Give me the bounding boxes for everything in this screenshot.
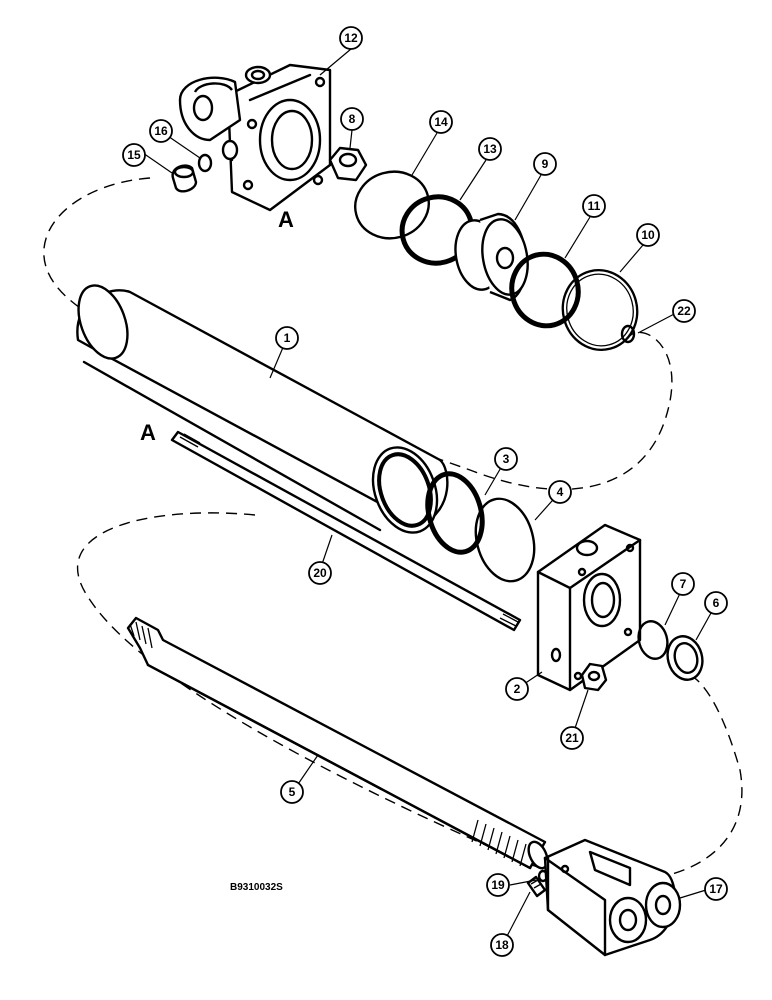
callout-2: 2 [505,677,529,701]
svg-text:21: 21 [565,731,579,745]
callout-21: 21 [560,726,584,750]
reference-letter-a-barrel: A [140,420,156,445]
svg-text:18: 18 [495,938,509,952]
callout-7: 7 [671,572,695,596]
callout-6: 6 [704,591,728,615]
callout-15: 15 [122,143,146,167]
wear-ring-part-10 [561,268,639,352]
callout-1: 1 [275,326,299,350]
lower-assembly-dashed-loop [76,512,743,882]
callout-11: 11 [582,194,606,218]
seal-ring-part-14 [354,170,430,240]
figure-code: B9310032S [230,882,283,893]
svg-text:9: 9 [542,157,549,171]
svg-text:8: 8 [349,112,356,126]
callout-22: 22 [672,299,696,323]
plug-part-15 [171,164,198,193]
callout-16: 16 [149,119,173,143]
end-block-part-2 [536,523,642,692]
clevis-part-17 [543,838,682,957]
callout-4: 4 [548,480,572,504]
svg-text:19: 19 [491,878,505,892]
piston-rod-part-5 [126,616,549,870]
svg-text:10: 10 [641,228,655,242]
callout-12: 12 [339,26,363,50]
callout-8: 8 [340,107,364,131]
wiper-part-7 [637,620,669,660]
svg-text:3: 3 [503,452,510,466]
callout-20: 20 [308,561,332,585]
svg-text:20: 20 [313,566,327,580]
svg-text:11: 11 [588,199,601,213]
piston-seal-part-11 [509,251,581,329]
svg-text:1: 1 [284,331,291,345]
callout-17: 17 [704,877,728,901]
reference-letter-a-head: A [278,207,294,232]
o-ring-part-22 [620,324,636,344]
callout-19: 19 [486,873,510,897]
svg-text:15: 15 [127,148,141,162]
washer-part-19 [537,869,549,883]
gland-seal-part-6 [666,635,704,681]
callout-10: 10 [636,223,660,247]
callout-9: 9 [533,152,557,176]
svg-text:2: 2 [514,682,521,696]
svg-text:4: 4 [557,485,564,499]
svg-text:16: 16 [154,124,168,138]
set-screw-part-18 [526,875,547,898]
svg-text:12: 12 [344,31,358,45]
nut-part-8 [328,146,368,182]
svg-text:5: 5 [289,785,296,799]
o-ring-part-16 [197,153,213,173]
callout-5: 5 [280,780,304,804]
svg-text:22: 22 [677,304,691,318]
callout-14: 14 [429,110,453,134]
o-ring-part-3 [425,471,485,555]
nut-part-21 [580,662,608,692]
svg-text:14: 14 [434,115,448,129]
svg-text:13: 13 [483,142,497,156]
svg-text:17: 17 [709,882,723,896]
callout-3: 3 [494,447,518,471]
head-block-part-12 [178,63,332,212]
piston-part-9 [454,212,529,302]
backup-ring-part-4 [474,497,536,583]
tie-rod-part-20 [170,430,522,632]
barrel-part-1 [76,284,449,534]
callout-13: 13 [478,137,502,161]
svg-text:7: 7 [680,577,687,591]
callout-18: 18 [490,933,514,957]
svg-text:6: 6 [713,596,720,610]
